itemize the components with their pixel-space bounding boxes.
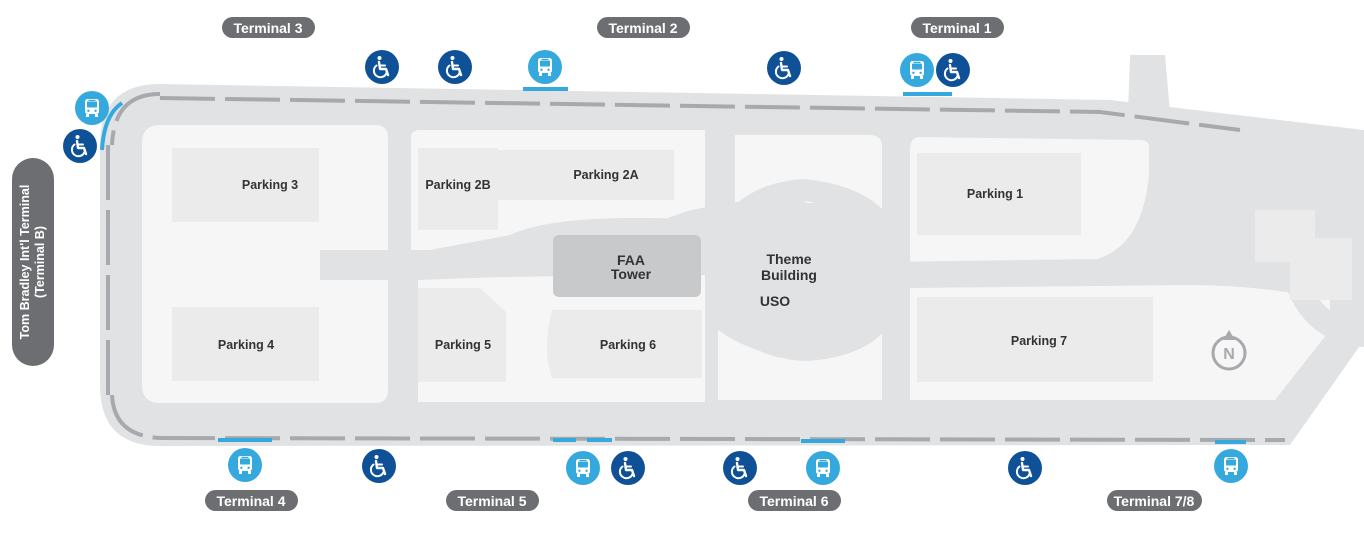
svg-text:Terminal 6: Terminal 6 (760, 493, 829, 509)
terminal-labels: Terminal 3 Terminal 2 Terminal 1 Termina… (12, 17, 1202, 511)
label-parking-2b: Parking 2B (425, 178, 490, 192)
wheelchair-icon[interactable] (611, 451, 645, 485)
svg-text:Terminal 1: Terminal 1 (923, 20, 992, 36)
north-ramp-road (1128, 55, 1170, 112)
terminal-6-pill[interactable]: Terminal 6 (748, 490, 841, 511)
parking-7-block (917, 297, 1153, 382)
label-parking-3: Parking 3 (242, 178, 298, 192)
parking-1-block (917, 153, 1081, 235)
svg-text:Terminal 4: Terminal 4 (217, 493, 286, 509)
map-labels: Parking 3 Parking 4 Parking 2B Parking 2… (218, 168, 1067, 352)
wheelchair-icon[interactable] (63, 129, 97, 163)
terminal-4-pill[interactable]: Terminal 4 (205, 490, 298, 511)
label-faa-line1: FAA (617, 252, 645, 268)
label-theme-line2: Building (761, 267, 817, 283)
lane-markings (106, 92, 1286, 442)
island-theme-lower (718, 330, 882, 400)
lane-bottom (159, 436, 1286, 442)
accessible-stops (63, 50, 1042, 485)
label-parking-5: Parking 5 (435, 338, 491, 352)
compass-letter: N (1223, 346, 1235, 363)
bus-stops (75, 50, 1248, 485)
wheelchair-icon[interactable] (362, 449, 396, 483)
bus-stop-icon[interactable] (1214, 449, 1248, 483)
curb-tbit (100, 101, 124, 151)
terminal-1-pill[interactable]: Terminal 1 (911, 17, 1004, 38)
label-parking-6: Parking 6 (600, 338, 656, 352)
wheelchair-icon[interactable] (936, 53, 970, 87)
bus-stop-icon[interactable] (528, 50, 562, 84)
terminal-2-pill[interactable]: Terminal 2 (597, 17, 690, 38)
label-parking-2a: Parking 2A (573, 168, 638, 182)
label-parking-7: Parking 7 (1011, 334, 1067, 348)
bus-stop-icon[interactable] (566, 451, 600, 485)
wheelchair-icon[interactable] (723, 451, 757, 485)
svg-text:Tom Bradley Int'l Terminal: Tom Bradley Int'l Terminal (18, 185, 32, 340)
theme-building-block (748, 230, 828, 310)
terminal-tbit-pill[interactable]: Tom Bradley Int'l Terminal (Terminal B) (12, 158, 54, 366)
lane-ring-west (110, 92, 161, 146)
wheelchair-icon[interactable] (365, 50, 399, 84)
parking-6-block (547, 310, 702, 378)
ramp-road-east (1230, 125, 1364, 165)
wheelchair-icon[interactable] (1008, 451, 1042, 485)
parking-4-block (172, 307, 319, 381)
faa-tower-block (553, 235, 701, 297)
parking-3-block (172, 148, 319, 222)
wheelchair-icon[interactable] (438, 50, 472, 84)
parking-5-block (418, 288, 506, 382)
svg-text:(Terminal B): (Terminal B) (33, 226, 47, 298)
label-parking-1: Parking 1 (967, 187, 1023, 201)
label-uso: USO (760, 293, 790, 309)
svg-text:Terminal 7/8: Terminal 7/8 (1114, 493, 1195, 509)
terminal-5-pill[interactable]: Terminal 5 (446, 490, 539, 511)
lane-ring-southwest (110, 394, 161, 440)
svg-text:Terminal 2: Terminal 2 (609, 20, 678, 36)
lane-top (159, 96, 1241, 132)
parking-2a-block (498, 150, 674, 200)
svg-text:Terminal 5: Terminal 5 (458, 493, 527, 509)
label-theme-line1: Theme (766, 251, 811, 267)
terminal-7-8-pill[interactable]: Terminal 7/8 (1107, 490, 1202, 511)
bus-curbs (100, 87, 1246, 444)
cross-road-east (867, 127, 1175, 288)
east-building-block (1255, 210, 1352, 300)
parking-blocks (172, 148, 1352, 382)
bus-stop-icon[interactable] (806, 451, 840, 485)
bus-stop-icon[interactable] (75, 91, 109, 125)
label-faa-line2: Tower (611, 266, 652, 282)
compass-north-icon: N (1211, 330, 1247, 371)
parking-2b-block (418, 148, 498, 230)
wheelchair-icon[interactable] (767, 51, 801, 85)
svg-text:Terminal 3: Terminal 3 (234, 20, 303, 36)
label-parking-4: Parking 4 (218, 338, 274, 352)
terminal-3-pill[interactable]: Terminal 3 (222, 17, 315, 38)
bus-stop-icon[interactable] (228, 448, 262, 482)
bus-stop-icon[interactable] (900, 53, 934, 87)
